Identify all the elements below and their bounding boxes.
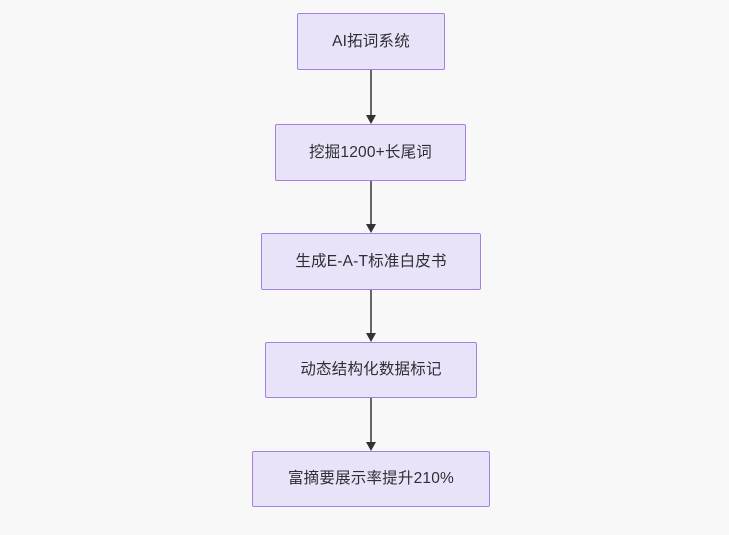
flow-node-longtail-keywords[interactable]: 挖掘1200+长尾词 <box>275 124 466 181</box>
arrowhead-icon <box>366 333 376 342</box>
flow-node-label: 动态结构化数据标记 <box>300 361 442 379</box>
flow-node-label: 生成E-A-T标准白皮书 <box>295 252 447 270</box>
edge-line <box>370 398 372 443</box>
flow-node-structured-data-markup[interactable]: 动态结构化数据标记 <box>265 342 477 398</box>
arrowhead-icon <box>366 224 376 233</box>
flow-node-label: 富摘要展示率提升210% <box>287 470 455 488</box>
flow-node-ai-keyword-system[interactable]: AI拓词系统 <box>297 13 445 70</box>
arrowhead-icon <box>366 442 376 451</box>
arrowhead-icon <box>366 115 376 124</box>
flow-node-rich-snippet-result[interactable]: 富摘要展示率提升210% <box>252 451 490 507</box>
flow-node-label: 挖掘1200+长尾词 <box>308 143 433 161</box>
edge-line <box>370 70 372 116</box>
edge-line <box>370 181 372 225</box>
flow-node-eat-whitepaper[interactable]: 生成E-A-T标准白皮书 <box>261 233 481 290</box>
edge-line <box>370 290 372 334</box>
flow-node-label: AI拓词系统 <box>332 32 410 50</box>
